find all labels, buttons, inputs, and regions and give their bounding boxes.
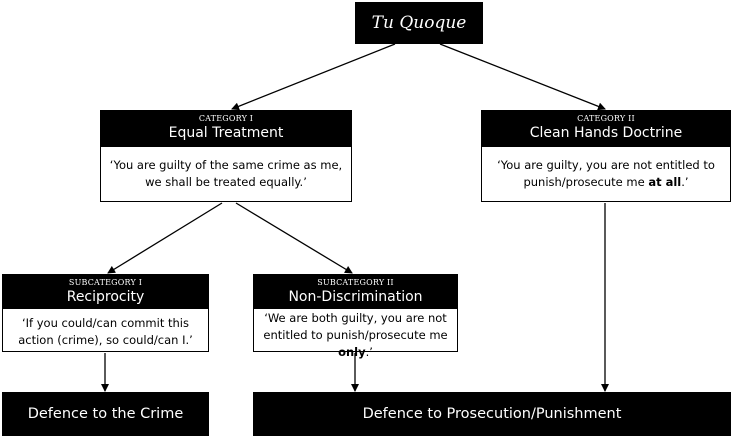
subcategory-2-quote-emphasis: only: [338, 345, 366, 359]
category-1-node: CATEGORY I Equal Treatment ‘You are guil…: [100, 110, 352, 202]
arrow-category-1-to-subcategory-2: [235, 202, 353, 274]
subcategory-1-quote: ‘If you could/can commit this action (cr…: [18, 316, 193, 347]
subcategory-1-node: SUBCATEGORY I Reciprocity ‘If you could/…: [2, 274, 209, 352]
subcategory-1-title: Reciprocity: [66, 289, 145, 305]
defence-to-prosecution-node: Defence to Prosecution/Punishment: [253, 392, 731, 436]
category-1-label: CATEGORY I: [198, 114, 254, 123]
category-2-label: CATEGORY II: [577, 114, 635, 123]
subcategory-2-title: Non-Discrimination: [288, 289, 423, 305]
subcategory-2-label: SUBCATEGORY II: [317, 278, 394, 287]
category-2-quote: ‘You are guilty, you are not entitled to…: [482, 147, 730, 191]
subcategory-1-header: SUBCATEGORY I Reciprocity: [3, 275, 208, 309]
defence-to-prosecution-label: Defence to Prosecution/Punishment: [362, 406, 622, 422]
tu-quoque-title: Tu Quoque: [371, 13, 467, 33]
subcategory-2-header: SUBCATEGORY II Non-Discrimination: [254, 275, 457, 309]
subcategory-1-label: SUBCATEGORY I: [68, 278, 143, 287]
arrow-root-to-category-1: [231, 43, 396, 111]
category-1-header: CATEGORY I Equal Treatment: [101, 111, 351, 147]
category-2-quote-start: ‘You are guilty, you are not entitled to…: [497, 158, 715, 189]
subcategory-2-quote: ‘We are both guilty, you are not entitle…: [254, 309, 457, 361]
category-1-title: Equal Treatment: [168, 125, 284, 141]
subcategory-2-quote-start: ‘We are both guilty, you are not entitle…: [263, 311, 448, 342]
category-1-quote: ‘You are guilty of the same crime as me,…: [109, 158, 343, 189]
tu-quoque-node: Tu Quoque: [355, 2, 483, 44]
category-2-header: CATEGORY II Clean Hands Doctrine: [482, 111, 730, 147]
category-2-title: Clean Hands Doctrine: [529, 125, 683, 141]
arrow-root-to-category-2: [439, 43, 606, 111]
category-2-quote-emphasis: at all: [648, 175, 682, 189]
category-2-quote-end: .’: [681, 175, 689, 189]
subcategory-2-quote-end: .’: [365, 345, 373, 359]
arrow-category-1-to-subcategory-1: [107, 202, 223, 274]
defence-to-crime-label: Defence to the Crime: [27, 406, 184, 422]
subcategory-2-node: SUBCATEGORY II Non-Discrimination ‘We ar…: [253, 274, 458, 359]
defence-to-crime-node: Defence to the Crime: [2, 392, 209, 436]
category-2-node: CATEGORY II Clean Hands Doctrine ‘You ar…: [481, 110, 731, 202]
